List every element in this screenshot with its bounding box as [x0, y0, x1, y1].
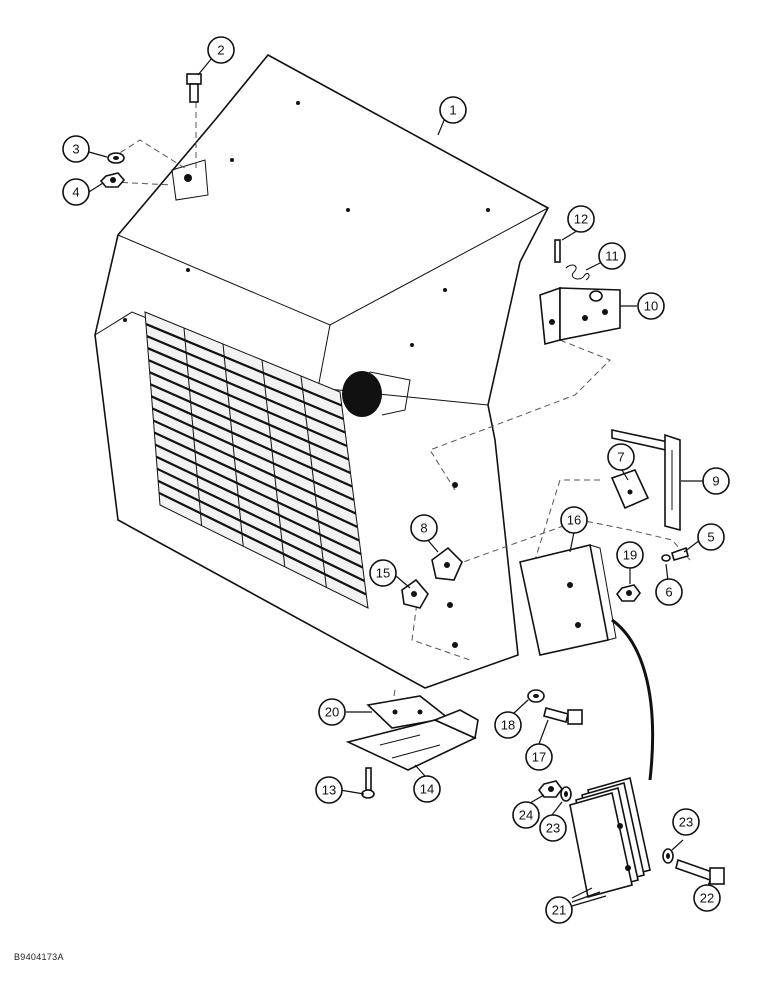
grille-slat [152, 407, 355, 502]
svg-text:3: 3 [72, 142, 79, 157]
callout-15[interactable]: 15 [369, 559, 397, 587]
svg-text:14: 14 [420, 782, 434, 797]
callout-23-left[interactable]: 23 [539, 814, 567, 842]
grille-slat [151, 395, 353, 488]
grille-slat [149, 371, 350, 461]
clip-part-7 [610, 469, 650, 510]
callout-21[interactable]: 21 [545, 896, 573, 924]
svg-text:12: 12 [574, 212, 588, 227]
nut-part-4 [99, 172, 126, 188]
svg-text:8: 8 [420, 521, 427, 536]
svg-text:7: 7 [617, 450, 624, 465]
weight-stack-part-21 [569, 776, 651, 898]
callout-22[interactable]: 22 [693, 884, 721, 912]
callout-7[interactable]: 7 [607, 443, 635, 471]
hinge-bracket-part-10 [539, 286, 621, 346]
callout-8[interactable]: 8 [410, 514, 438, 542]
svg-text:23: 23 [546, 821, 560, 836]
callout-18[interactable]: 18 [494, 711, 522, 739]
callout-10[interactable]: 10 [637, 292, 665, 320]
svg-text:20: 20 [325, 705, 339, 720]
callout-14[interactable]: 14 [413, 775, 441, 803]
callout-5[interactable]: 5 [697, 523, 725, 551]
callout-17[interactable]: 17 [525, 743, 553, 771]
grille-slat [156, 467, 364, 569]
grille-slat [155, 455, 362, 555]
svg-text:22: 22 [700, 891, 714, 906]
bolt-part-2 [186, 73, 202, 103]
washer-part-3 [107, 152, 125, 164]
svg-text:10: 10 [644, 299, 658, 314]
svg-text:11: 11 [605, 249, 619, 264]
mounting-bracket-part-14 [345, 709, 479, 771]
grille-slat [147, 347, 346, 434]
cable [611, 618, 655, 781]
grille-slat [157, 479, 365, 582]
svg-text:16: 16 [567, 513, 581, 528]
washer-part-18 [527, 689, 545, 703]
figure-id-label: B9404173A [14, 952, 64, 962]
callout-12[interactable]: 12 [567, 205, 595, 233]
washer-part-23-left [560, 786, 572, 802]
grille-divider [300, 375, 327, 588]
callout-16[interactable]: 16 [560, 506, 588, 534]
callout-4[interactable]: 4 [62, 178, 90, 206]
grille-slat [154, 443, 360, 542]
callout-1[interactable]: 1 [439, 96, 467, 124]
callout-9[interactable]: 9 [702, 467, 730, 495]
svg-text:9: 9 [712, 474, 719, 489]
nut-part-19 [615, 584, 641, 602]
svg-text:2: 2 [217, 43, 224, 58]
callout-3[interactable]: 3 [62, 135, 90, 163]
grille-slat [145, 323, 343, 407]
svg-text:4: 4 [72, 185, 79, 200]
grille-divider [261, 359, 286, 567]
svg-text:13: 13 [322, 783, 336, 798]
grille [144, 311, 369, 609]
washer-part-6 [661, 554, 671, 562]
grille-slat [158, 491, 367, 596]
callouts: 1 2 3 4 5 6 7 8 9 10 11 12 13 14 15 16 1… [62, 36, 730, 924]
svg-text:18: 18 [501, 718, 515, 733]
grille-slat [148, 359, 348, 448]
callout-13[interactable]: 13 [315, 776, 343, 804]
grille-slat [153, 431, 358, 528]
svg-text:24: 24 [519, 808, 533, 823]
grille-divider [222, 343, 244, 547]
callout-19[interactable]: 19 [616, 541, 644, 569]
svg-text:23: 23 [679, 815, 693, 830]
callout-23-right[interactable]: 23 [672, 808, 700, 836]
callout-6[interactable]: 6 [655, 578, 683, 606]
spring-part-11 [565, 264, 590, 281]
latch-rod-part-9 [611, 429, 681, 532]
svg-text:6: 6 [665, 585, 672, 600]
grille-slat [146, 335, 344, 421]
callout-24[interactable]: 24 [512, 801, 540, 829]
grille-slat [152, 419, 357, 515]
callout-2[interactable]: 2 [207, 36, 235, 64]
grille-divider [183, 327, 203, 526]
screw-part-5 [671, 546, 689, 561]
nut-part-24 [537, 780, 563, 798]
bolt-part-22 [675, 858, 725, 885]
svg-text:15: 15 [376, 566, 390, 581]
grille-slat [150, 383, 351, 475]
pin-part-12 [554, 239, 561, 263]
svg-text:19: 19 [623, 548, 637, 563]
svg-text:1: 1 [449, 103, 456, 118]
callout-11[interactable]: 11 [598, 242, 626, 270]
bracket-part-8 [431, 546, 463, 581]
washer-part-23-right [662, 848, 674, 864]
svg-text:21: 21 [552, 903, 566, 918]
svg-text:17: 17 [532, 750, 546, 765]
bolt-part-17 [543, 707, 583, 725]
callout-20[interactable]: 20 [318, 698, 346, 726]
counterweight-part-16 [519, 544, 617, 656]
svg-text:5: 5 [707, 530, 714, 545]
